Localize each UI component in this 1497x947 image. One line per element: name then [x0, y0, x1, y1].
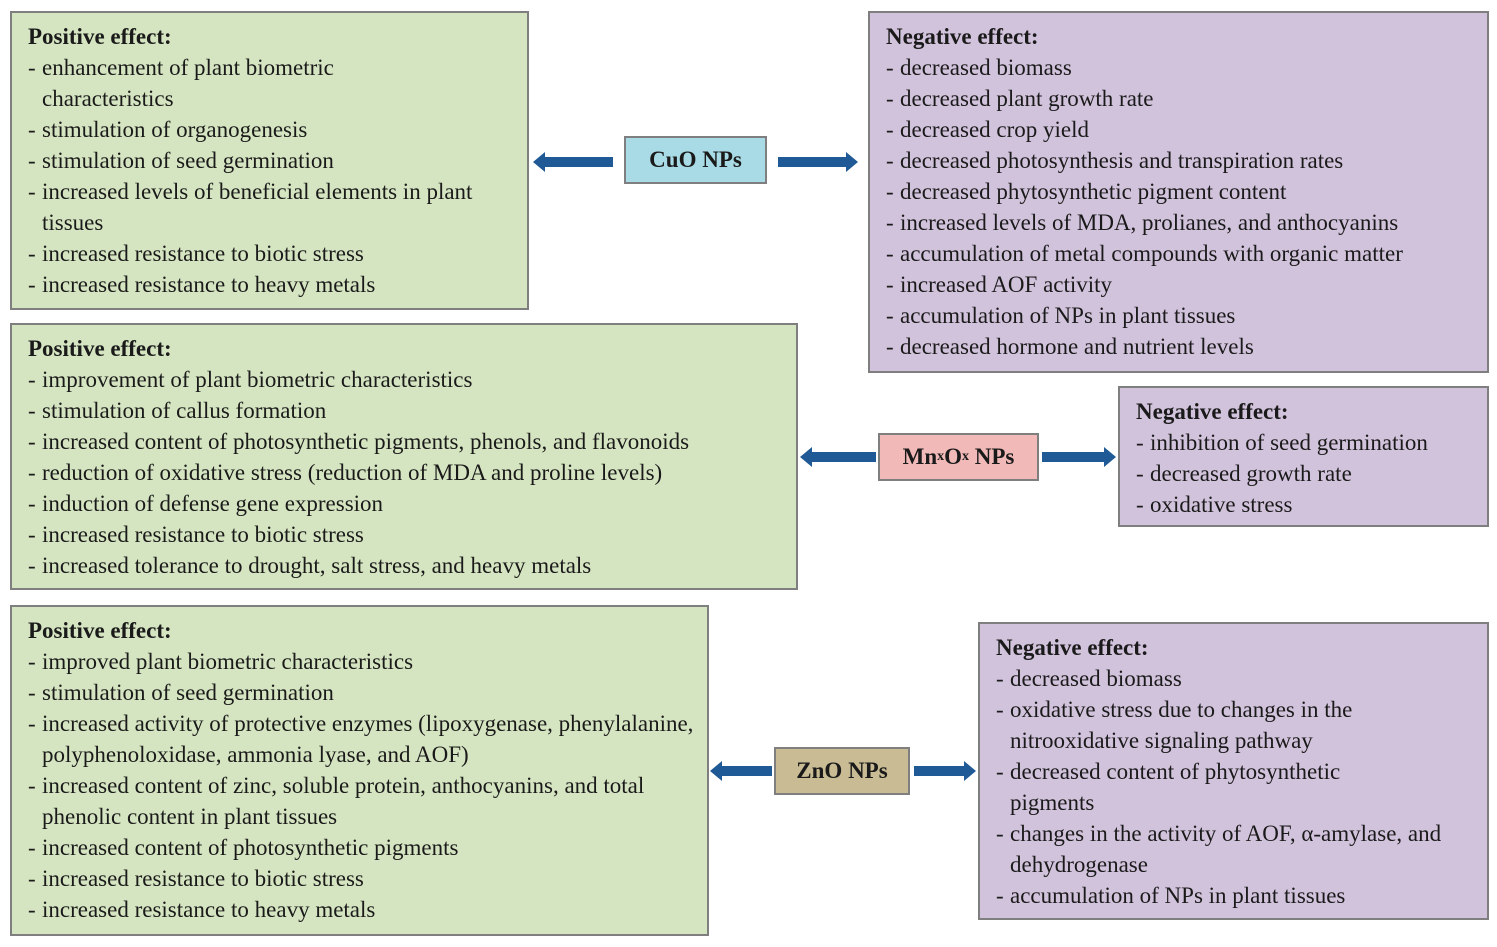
mnox-negative-box: Negative effect: -inhibition of seed ger… [1118, 386, 1489, 527]
mnox-positive-box: Positive effect: -improvement of plant b… [10, 323, 798, 590]
list-item: -induction of defense gene expression [28, 491, 384, 516]
list-item: -increased content of zinc, soluble prot… [28, 773, 645, 829]
list-item: -decreased growth rate [1136, 461, 1352, 486]
list-item: -decreased biomass [996, 666, 1182, 691]
list-item: -increased resistance to biotic stress [28, 522, 364, 547]
list-item: -increased levels of beneficial elements… [28, 179, 473, 235]
list-item: -accumulation of NPs in plant tissues [886, 303, 1236, 328]
list-item: -increased resistance to biotic stress [28, 866, 364, 891]
list-item: -increased resistance to heavy metals [28, 272, 376, 297]
zno-np-label: ZnO NPs [774, 747, 910, 795]
list-item: -increased resistance to biotic stress [28, 241, 364, 266]
zno-positive-heading: Positive effect: [28, 618, 172, 643]
list-item: -stimulation of callus formation [28, 398, 327, 423]
list-item: -decreased crop yield [886, 117, 1090, 142]
zno-positive-box: Positive effect: -improved plant biometr… [10, 605, 709, 936]
list-item: -stimulation of organogenesis [28, 117, 308, 142]
list-item: -inhibition of seed germination [1136, 430, 1428, 455]
list-item: -decreased phytosynthetic pigment conten… [886, 179, 1287, 204]
list-item: -decreased content of phytosynthetic pig… [996, 759, 1341, 815]
list-item: -accumulation of metal compounds with or… [886, 241, 1403, 266]
zno-negative-heading: Negative effect: [996, 635, 1149, 660]
list-item: -changes in the activity of AOF, α-amyla… [996, 821, 1442, 877]
list-item: -increased content of photosynthetic pig… [28, 835, 459, 860]
list-item: -improvement of plant biometric characte… [28, 367, 473, 392]
list-item: -stimulation of seed germination [28, 680, 334, 705]
list-item: -increased AOF activity [886, 272, 1113, 297]
zno-negative-box: Negative effect: -decreased biomass -oxi… [978, 622, 1489, 920]
list-item: -stimulation of seed germination [28, 148, 334, 173]
cuo-np-label: CuO NPs [624, 136, 767, 184]
cuo-positive-box: Positive effect: -enhancement of plant b… [10, 11, 529, 310]
list-item: -reduction of oxidative stress (reductio… [28, 460, 663, 485]
mnox-negative-heading: Negative effect: [1136, 399, 1289, 424]
cuo-left-arrow-icon [533, 152, 613, 172]
list-item: -improved plant biometric characteristic… [28, 649, 414, 674]
list-item: -increased activity of protective enzyme… [28, 711, 694, 767]
mnox-left-arrow-icon [800, 447, 876, 467]
list-item: -accumulation of NPs in plant tissues [996, 883, 1346, 908]
list-item: -decreased hormone and nutrient levels [886, 334, 1254, 359]
cuo-right-arrow-icon [778, 152, 858, 172]
zno-left-arrow-icon [710, 761, 772, 781]
mnox-right-arrow-icon [1042, 447, 1116, 467]
mnox-positive-heading: Positive effect: [28, 336, 172, 361]
list-item: -increased resistance to heavy metals [28, 897, 376, 922]
list-item: -decreased biomass [886, 55, 1072, 80]
list-item: -increased tolerance to drought, salt st… [28, 553, 592, 578]
cuo-negative-heading: Negative effect: [886, 24, 1039, 49]
list-item: -increased levels of MDA, prolianes, and… [886, 210, 1399, 235]
list-item: -increased content of photosynthetic pig… [28, 429, 690, 454]
list-item: -oxidative stress due to changes in the … [996, 697, 1353, 753]
cuo-negative-box: Negative effect: -decreased biomass -dec… [868, 11, 1489, 373]
cuo-positive-heading: Positive effect: [28, 24, 172, 49]
list-item: -decreased photosynthesis and transpirat… [886, 148, 1344, 173]
list-item: -enhancement of plant biometric characte… [28, 55, 334, 111]
list-item: -decreased plant growth rate [886, 86, 1154, 111]
list-item: -oxidative stress [1136, 492, 1293, 517]
zno-right-arrow-icon [914, 761, 976, 781]
